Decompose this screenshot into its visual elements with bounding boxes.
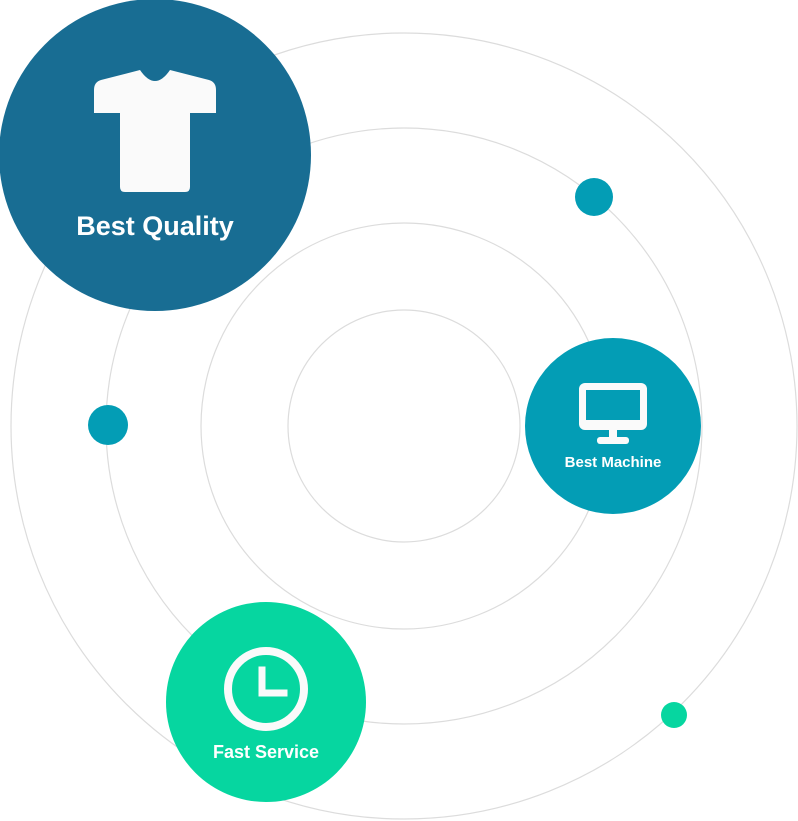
best-quality-bubble: Best Quality (0, 0, 311, 311)
orbit-ring-inner (287, 309, 521, 543)
orbit-dot-left (88, 405, 128, 445)
fast-service-circle (166, 602, 366, 802)
best-machine-bubble: Best Machine (525, 338, 701, 514)
orbit-dot-bottom-right (661, 702, 687, 728)
orbit-dot-top-right (575, 178, 613, 216)
fast-service-label: Fast Service (213, 742, 319, 762)
clock-icon (224, 647, 308, 731)
orbit-rings (10, 32, 798, 820)
orbit-ring-outer (10, 32, 798, 820)
orbit-dots (88, 178, 687, 728)
tshirt-icon (94, 70, 216, 192)
monitor-icon (579, 383, 647, 444)
best-machine-label: Best Machine (565, 454, 662, 471)
best-quality-label: Best Quality (76, 211, 234, 241)
fast-service-bubble: Fast Service (166, 602, 366, 802)
